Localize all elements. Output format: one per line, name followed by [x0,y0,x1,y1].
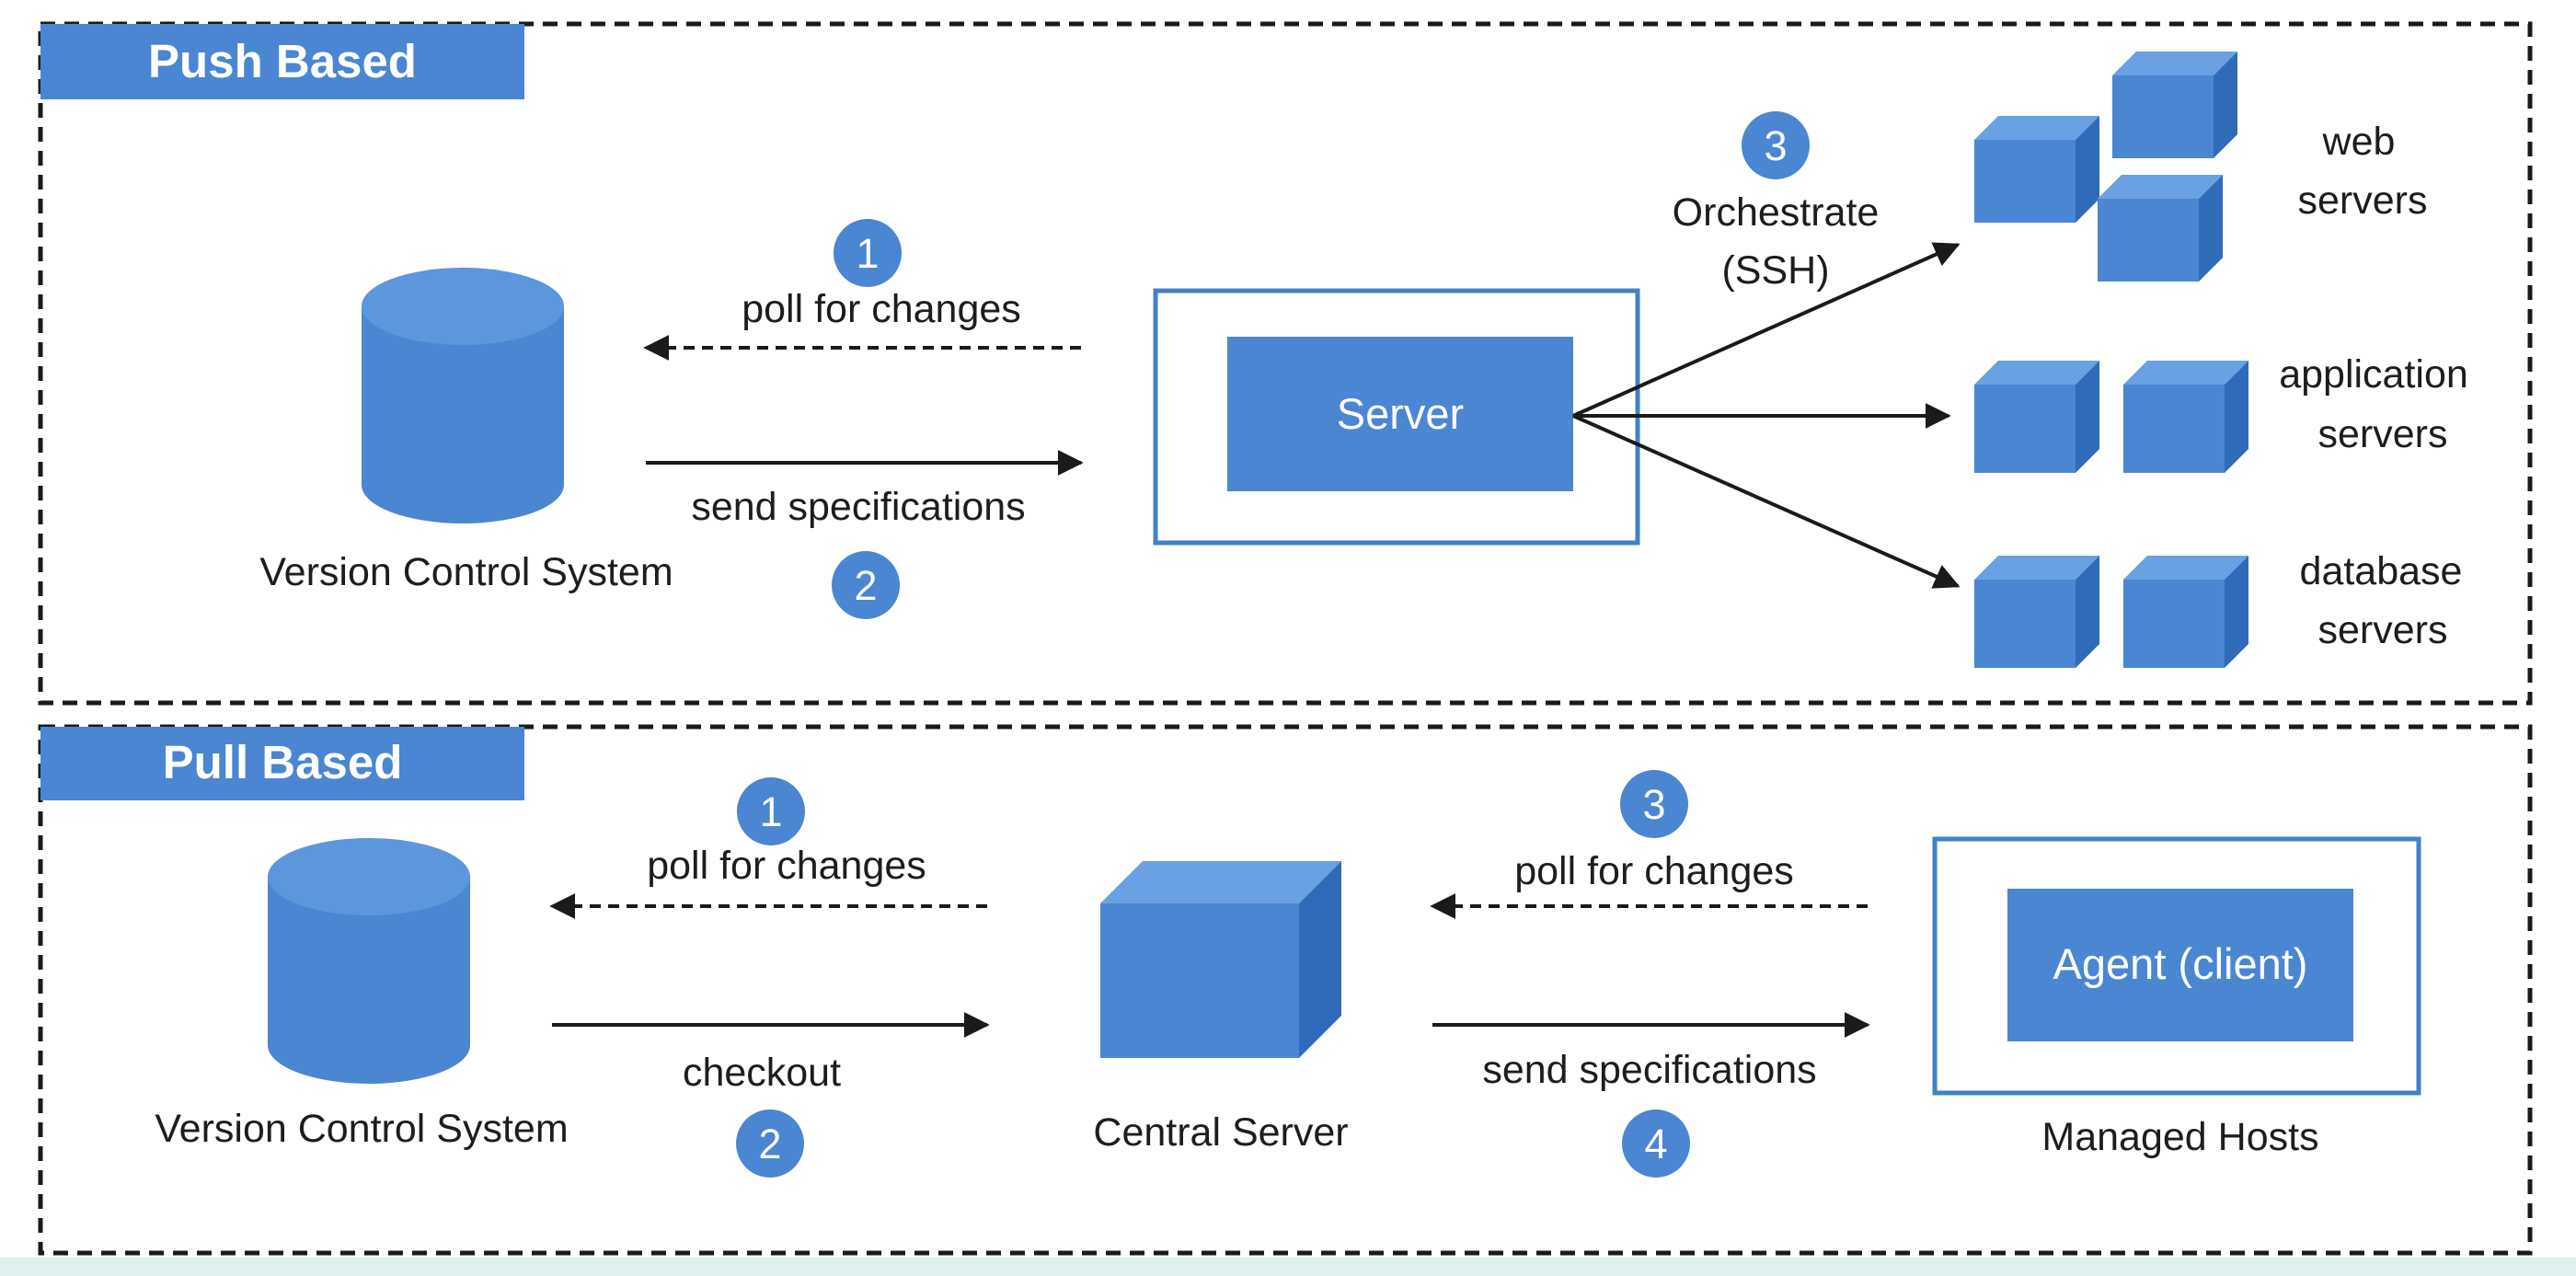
central-server-body [1100,861,1341,1058]
pull-right-poll-label: poll for changes [1514,849,1794,893]
pull-badge-1: 1 [737,777,805,845]
push-poll-label: poll for changes [742,287,1021,331]
app-server-cube [2123,361,2248,473]
push-ssh-label: (SSH) [1721,248,1829,293]
pull-vcs-label: Version Control System [155,1107,568,1151]
web-servers-cubes [1974,52,2237,282]
web-servers-label-2: servers [2298,178,2428,223]
pull-left-poll-label: poll for changes [647,844,926,888]
push-vcs-label: Version Control System [259,550,673,594]
push-server-box [1227,337,1573,491]
push-badge-1: 1 [834,219,902,287]
pull-vcs-cylinder [268,838,470,1084]
pull-section-title: Pull Based [163,736,403,788]
push-section-tab: Push Based [40,24,524,99]
svg-text:3: 3 [1642,781,1665,828]
bottom-strip [0,1258,2576,1276]
agent-label: Agent (client) [2053,939,2308,988]
push-badge-3: 3 [1742,111,1810,179]
agent-box [2007,889,2353,1041]
db-servers-label-1: database [2300,549,2463,593]
db-server-cube [2123,556,2248,668]
push-section-frame [38,21,2533,706]
pull-checkout-label: checkout [683,1051,841,1095]
orchestrate-arrow-db [1572,414,1961,589]
db-servers-label-2: servers [2318,608,2448,652]
application-servers-cubes [1974,361,2248,473]
svg-text:2: 2 [854,562,877,609]
database-servers-cubes [1974,556,2248,668]
push-orchestrate-label: Orchestrate [1673,190,1880,235]
db-server-cube [1974,556,2099,668]
pull-send-label: send specifications [1482,1048,1816,1092]
web-server-cube [1974,116,2099,223]
web-server-cube [2112,52,2237,158]
app-servers-label-2: servers [2318,412,2448,456]
push-send-label: send specifications [691,485,1025,529]
pull-badge-2: 2 [736,1109,804,1178]
push-badge-2: 2 [832,551,900,619]
pull-badge-4: 4 [1622,1109,1690,1178]
push-vcs-cylinder [362,268,564,523]
svg-text:4: 4 [1644,1121,1667,1167]
svg-text:2: 2 [758,1121,781,1167]
pull-section-tab: Pull Based [40,727,524,800]
svg-text:3: 3 [1764,122,1787,169]
managed-hosts-label: Managed Hosts [2041,1115,2318,1159]
app-server-cube [1974,361,2099,473]
web-server-cube [2098,175,2223,282]
app-servers-label-1: application [2279,352,2468,397]
pull-section-frame [38,724,2533,1256]
central-server-cube [1100,861,1341,1058]
central-server-label: Central Server [1093,1110,1348,1155]
push-section-title: Push Based [148,35,417,87]
svg-text:1: 1 [759,788,782,835]
web-servers-label-1: web [2322,120,2396,164]
pull-badge-3: 3 [1620,770,1688,838]
push-server-label: Server [1337,389,1464,438]
orchestrate-arrow-web [1572,242,1961,418]
svg-text:1: 1 [856,230,879,277]
